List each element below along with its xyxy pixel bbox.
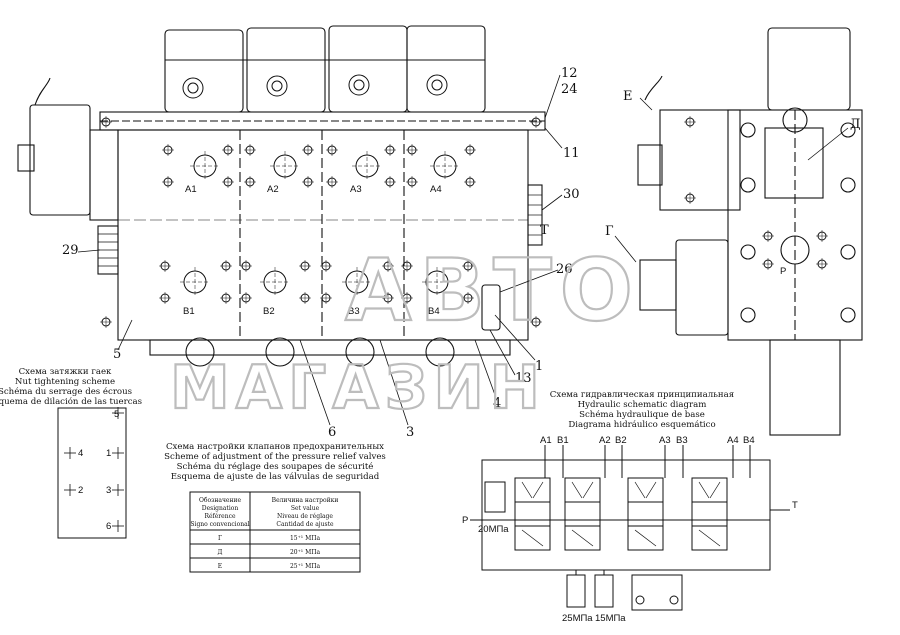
- position-1: 1: [106, 448, 111, 459]
- watermark-line2: МАГАЗИН: [170, 353, 546, 423]
- port-b4: B4: [428, 306, 440, 317]
- tightening-title-fr: Schéma du serrage des écrous: [0, 386, 132, 397]
- row-d-ref: Д: [218, 549, 223, 556]
- hyd-label-15mpa: 15МПа: [595, 613, 626, 624]
- callout-g: Г: [605, 224, 614, 239]
- col2-header-en: Set value: [291, 505, 320, 512]
- hyd-label-p: P: [462, 515, 468, 526]
- tightening-title-en: Nut tightening scheme: [15, 377, 115, 387]
- col1-header-en: Designation: [202, 505, 239, 512]
- adjustment-title-es: Esquema de ajuste de las válvulas de seg…: [171, 471, 380, 482]
- col1-header-es: Signo convencional: [190, 521, 249, 528]
- hyd-label-20mpa: 20МПа: [478, 524, 509, 535]
- callout-d: Д: [850, 117, 861, 132]
- callout-5: 5: [113, 347, 121, 362]
- hyd-port-b2: B2: [615, 435, 627, 446]
- tightening-title-ru: Схема затяжки гаек: [19, 367, 112, 377]
- callout-26: 26: [556, 262, 573, 277]
- hyd-port-a3: A3: [659, 435, 671, 446]
- adjustment-title-fr: Schéma du réglage des soupapes de sécuri…: [177, 461, 374, 472]
- port-a3: A3: [350, 184, 362, 195]
- callout-11: 11: [563, 146, 580, 161]
- col2-header-es: Cantidad de ajuste: [276, 521, 334, 528]
- row-g-ref: Г: [218, 535, 222, 542]
- hyd-port-b1: B1: [557, 435, 569, 446]
- hydraulic-title-fr: Schéma hydraulique de base: [579, 409, 705, 420]
- watermark-line1: АВТО: [345, 241, 641, 341]
- hyd-port-a1: A1: [540, 435, 552, 446]
- port-a2: A2: [267, 184, 279, 195]
- port-b2: B2: [263, 306, 275, 317]
- col1-header-ru: Обозначение: [199, 497, 242, 504]
- callout-13: 13: [515, 371, 532, 386]
- hydraulic-title-en: Hydraulic schematic diagram: [578, 400, 707, 410]
- side-view-callouts: Е Д Г Р: [605, 89, 861, 277]
- callout-p: Р: [780, 266, 786, 277]
- callout-3: 3: [406, 425, 414, 440]
- callout-t: T: [540, 223, 549, 238]
- callout-30: 30: [563, 187, 580, 202]
- side-view: [614, 27, 863, 436]
- hydraulic-title-es: Diagrama hidráulico esquemático: [568, 419, 715, 430]
- front-view-callouts: 12 24 11 30 T 29 26 5 1 13 6 3 4: [62, 66, 580, 440]
- hyd-label-25mpa: 25МПа: [562, 613, 593, 624]
- callout-e: Е: [623, 89, 633, 104]
- adjustment-title-en: Scheme of adjustment of the pressure rel…: [164, 452, 386, 462]
- callout-6: 6: [328, 425, 336, 440]
- hyd-port-b4: B4: [743, 435, 755, 446]
- col2-header-fr: Niveau de réglage: [277, 513, 333, 520]
- position-3: 3: [106, 485, 111, 496]
- row-d-value: 20⁺¹ МПа: [290, 549, 320, 556]
- port-b3: B3: [348, 306, 360, 317]
- hyd-port-a4: A4: [727, 435, 739, 446]
- row-e-value: 25⁺¹ МПа: [290, 563, 320, 570]
- adjustment-title-ru: Схема настройки клапанов предохранительн…: [166, 442, 384, 452]
- tightening-title-es: Esquema de dilación de las tuercas: [0, 396, 142, 407]
- callout-1: 1: [535, 359, 543, 374]
- hyd-label-t: T: [792, 500, 798, 511]
- hydraulic-scheme: Схема гидравлическая принципиальная Hydr…: [462, 390, 798, 624]
- watermark: АВТО МАГАЗИН: [169, 240, 641, 424]
- hydraulic-title-ru: Схема гидравлическая принципиальная: [550, 390, 734, 400]
- port-a1: A1: [185, 184, 197, 195]
- position-6: 6: [106, 521, 111, 532]
- tightening-scheme: Схема затяжки гаек Nut tightening scheme…: [0, 367, 142, 539]
- callout-29: 29: [62, 243, 79, 258]
- callout-24: 24: [561, 82, 578, 97]
- position-4: 4: [78, 448, 83, 459]
- callout-12: 12: [561, 66, 578, 81]
- position-5: 5: [114, 409, 119, 420]
- adjustment-scheme: Схема настройки клапанов предохранительн…: [164, 442, 386, 573]
- col2-header-ru: Величина настройки: [272, 497, 339, 504]
- col1-header-fr: Référence: [204, 513, 235, 520]
- port-a4: A4: [430, 184, 442, 195]
- row-g-value: 15⁺¹ МПа: [290, 535, 320, 542]
- port-b1: B1: [183, 306, 195, 317]
- callout-4: 4: [493, 396, 501, 411]
- hyd-port-b3: B3: [676, 435, 688, 446]
- row-e-ref: Е: [218, 563, 222, 570]
- front-view: [17, 25, 563, 426]
- position-2: 2: [78, 485, 83, 496]
- hyd-port-a2: A2: [599, 435, 611, 446]
- port-labels: A1 A2 A3 A4 B1 B2 B3 B4: [183, 184, 442, 317]
